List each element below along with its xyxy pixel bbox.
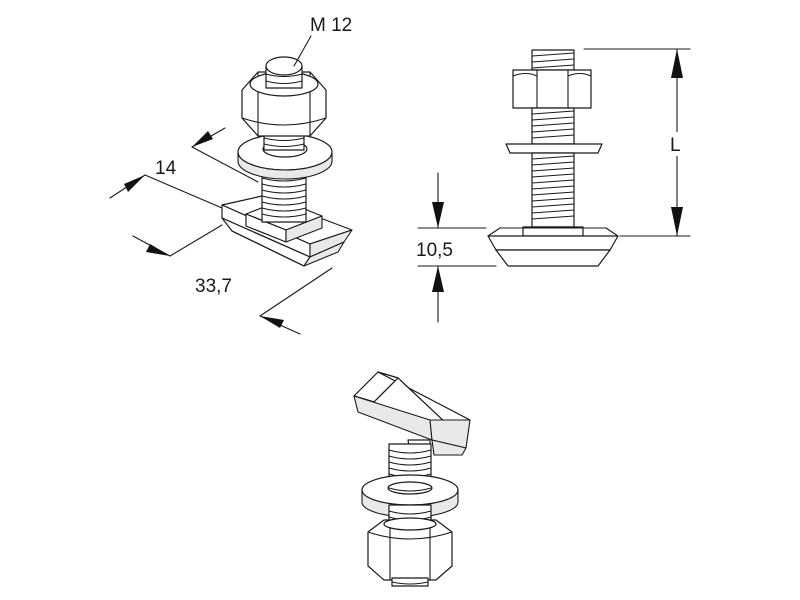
washer-bottom <box>361 474 459 518</box>
hammer-head-bottom <box>353 371 471 456</box>
hex-nut-bottom <box>367 517 453 581</box>
arrow-l-bottom <box>671 207 683 236</box>
length-label: 33,7 <box>195 276 232 297</box>
bolt-length-label: L <box>670 135 681 156</box>
arrow-length-a <box>146 244 170 256</box>
bolt-tip-top <box>265 56 303 89</box>
isometric-view-bottom <box>353 371 471 587</box>
arrow-length-b <box>260 316 284 328</box>
thread-callout: M 12 <box>293 15 352 67</box>
head-height-dimension: 10,5 <box>416 172 497 323</box>
hex-nut-side <box>512 69 592 109</box>
width-dimension: 14 <box>109 127 259 209</box>
bolt-length-dimension: L <box>583 48 691 237</box>
arrow-width-b <box>192 131 213 147</box>
washer-side <box>505 143 603 154</box>
width-label: 14 <box>155 158 177 179</box>
head-height-label: 10,5 <box>416 240 453 261</box>
arrow-head-bottom <box>432 266 444 292</box>
hammer-head-side <box>487 227 619 267</box>
arrow-width-a <box>124 175 145 192</box>
thread-size-label: M 12 <box>310 15 352 36</box>
arrow-l-top <box>671 49 683 78</box>
arrow-head-top <box>432 202 444 228</box>
isometric-view-top: M 12 14 33,7 <box>109 15 353 335</box>
length-dimension: 33,7 <box>132 224 333 335</box>
side-view: L 10,5 <box>416 48 691 323</box>
